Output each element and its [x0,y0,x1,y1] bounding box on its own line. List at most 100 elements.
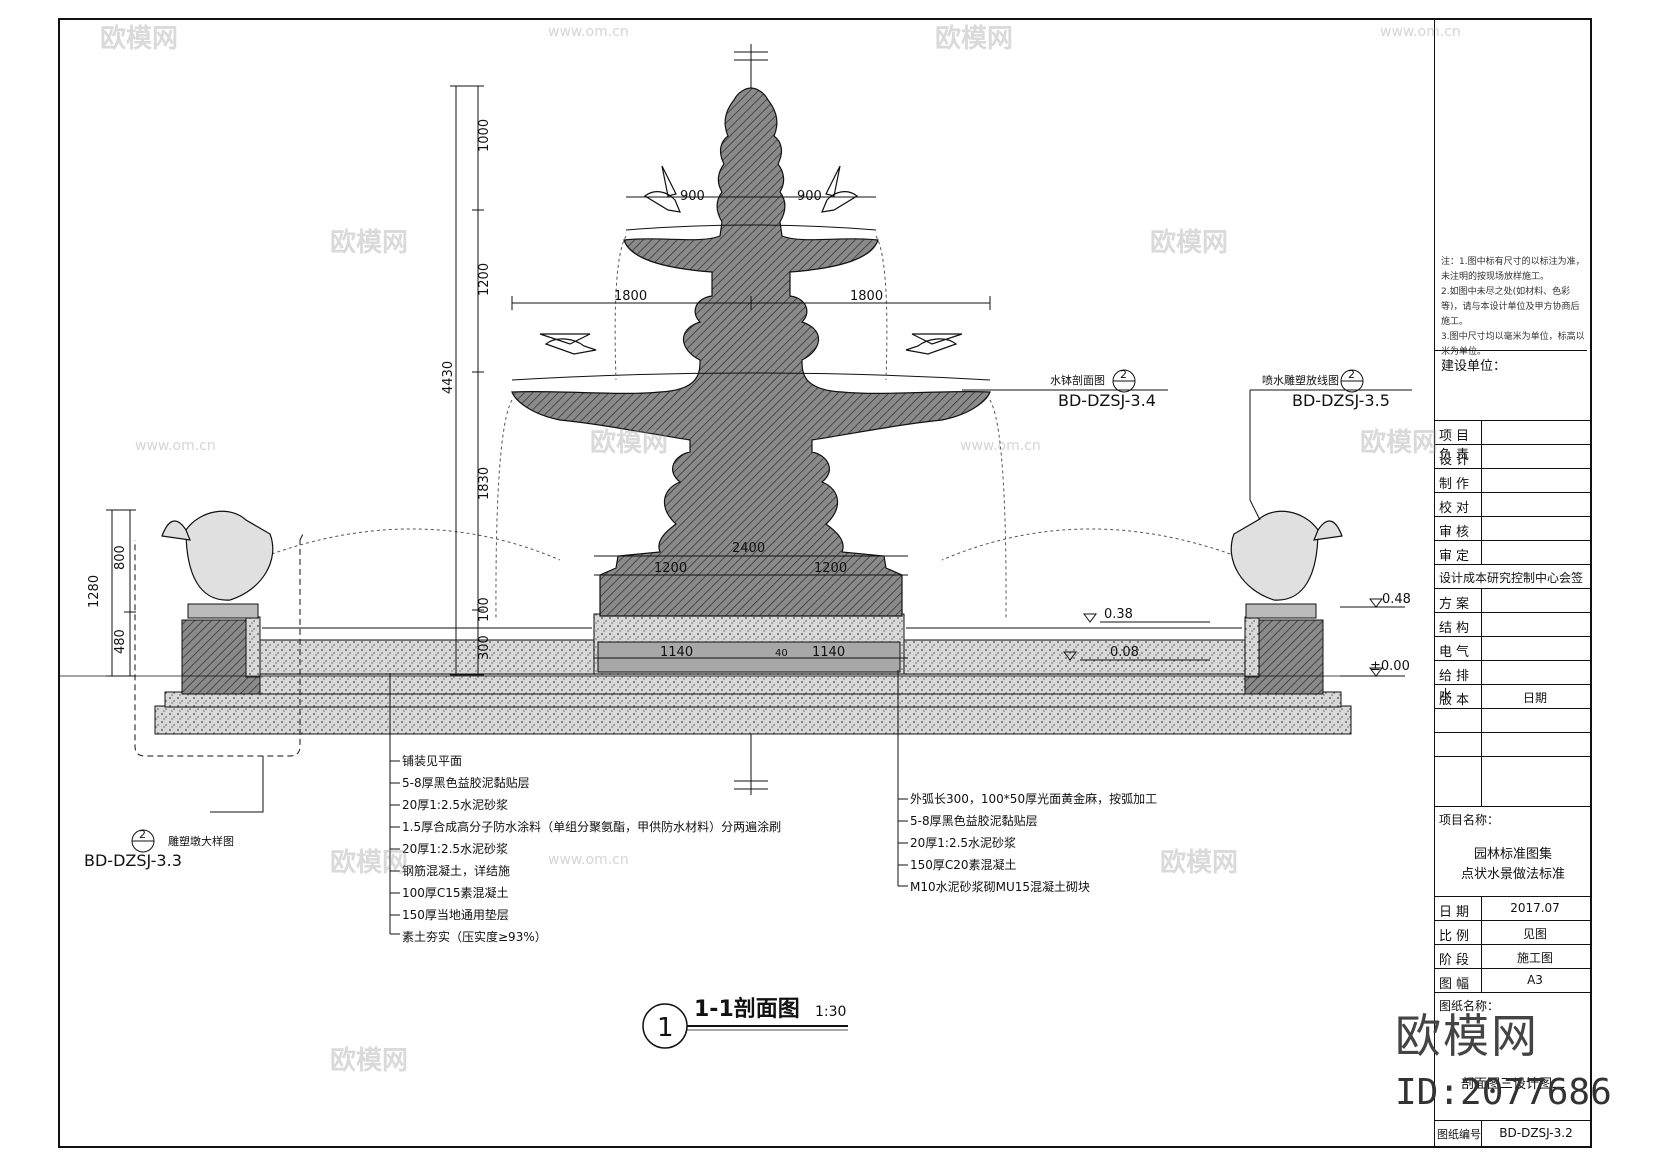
dim-1280: 1280 [87,575,102,608]
fountain-body [511,87,991,617]
foundation-bed [154,705,1352,735]
tb-row-structure: 结构 [1435,612,1591,637]
note-left-5: 20厚1:2.5水泥砂浆 [402,842,509,856]
project-name-1: 园林标准图集 [1473,847,1552,862]
tb-row-plumbing: 给排水 [1435,660,1591,703]
dim-1200-left: 1200 [654,561,687,576]
callout3-label: 雕塑墩大样图 [168,834,234,848]
dim-1200: 1200 [477,263,492,296]
drawing-frame [58,18,1592,1148]
callout2-label: 喷水雕塑放线图 [1262,373,1339,387]
note-left-4: 1.5厚合成高分子防水涂料（单组分聚氨酯，甲供防水材料）分两遍涂刷 [402,820,782,834]
note-left-3: 20厚1:2.5水泥砂浆 [402,798,509,812]
section-scale: 1:30 [815,1004,846,1020]
watermark-url: www.om.cn [548,24,629,40]
drawing-number: BD-DZSJ-3.2 [1499,1126,1573,1140]
tb-row-design: 设计 [1435,444,1591,469]
client-label: 建设单位： [1435,350,1587,374]
left-pedestal-cap [187,603,259,619]
tb-row-blank3 [1435,756,1591,807]
dim-300: 300 [477,635,492,660]
watermark-url: www.om.cn [1380,24,1461,40]
dim-1140-left: 1140 [660,645,693,660]
dim-4430: 4430 [441,361,456,394]
dim-1140-right: 1140 [812,645,845,660]
bird-sculptures [539,165,963,355]
note-left-2: 5-8厚黑色益胶泥黏贴层 [402,776,530,790]
level-038: 0.38 [1104,607,1133,622]
tb-row-drawing-no: 图纸编号 BD-DZSJ-3.2 [1435,1120,1591,1147]
watermark-logo: 欧模网 [330,1046,409,1076]
watermark-logo: 欧模网 [590,428,669,458]
drawing-name: 剖面图三设计图二 [1460,1077,1565,1092]
tb-drawing-name: 图纸名称： 剖面图三设计图二 [1435,992,1591,1121]
tb-row-blank2 [1435,732,1591,757]
watermark-id: ID:2077686 [1395,1072,1612,1113]
note-right-4: 150厚C20素混凝土 [910,858,1017,872]
level-048: 0.48 [1382,592,1411,607]
dim-1000: 1000 [477,119,492,152]
notes-left: 铺装见平面 5-8厚黑色益胶泥黏贴层 20厚1:2.5水泥砂浆 1.5厚合成高分… [402,750,781,948]
dim-1200-right: 1200 [814,561,847,576]
title-block: 注：1.图中标有尺寸的以标注为准，未注明的按现场放样施工。 2.如图中未尽之处(… [1434,20,1591,1147]
tb-row-review: 审核 [1435,516,1591,541]
dim-40: 40 [775,648,788,659]
note-right-2: 5-8厚黑色益胶泥黏贴层 [910,814,1038,828]
tb-row-approve: 审定 [1435,540,1591,565]
drawing-name-label: 图纸名称： [1439,999,1500,1013]
tb-row-check: 校对 [1435,492,1591,517]
dim-2400: 2400 [732,541,765,556]
watermark-logo: 欧模网 [1360,428,1439,458]
dim-900-right: 900 [797,189,822,204]
tb-row-blank1 [1435,708,1591,733]
note-right-5: M10水泥砂浆砌MU15混凝土砌块 [910,880,1091,894]
tb-row-company: 设计成本研究控制中心会签 [1435,564,1591,589]
notes-right: 外弧长300，100*50厚光面黄金麻，按弧加工 5-8厚黑色益胶泥黏贴层 20… [910,788,1157,898]
section-title: 1-1剖面图 [694,996,800,1022]
note-left-7: 100厚C15素混凝土 [402,886,509,900]
note-right-1: 外弧长300，100*50厚光面黄金麻，按弧加工 [910,792,1158,806]
dim-1800-left: 1800 [614,289,647,304]
level-008: 0.08 [1110,645,1139,660]
tb-row-draft: 制作 [1435,468,1591,493]
pool-slab [181,671,1323,695]
tb-row-stage: 阶段施工图 [1435,944,1591,969]
watermark-url: www.om.cn [548,852,629,868]
dim-480: 480 [113,629,128,654]
callout2-ref: BD-DZSJ-3.5 [1292,391,1390,410]
note-left-8: 150厚当地通用垫层 [402,908,509,922]
right-pedestal-cap [1245,603,1317,619]
callout1-num: 2 [1120,368,1127,381]
watermark-logo: 欧模网 [1160,848,1239,878]
callout3-ref: BD-DZSJ-3.3 [84,851,182,870]
tb-row-scheme: 方案 [1435,588,1591,613]
callout3-num: 2 [139,828,146,841]
watermark-logo: 欧模网 [330,228,409,258]
watermark-url: www.om.cn [135,438,216,454]
section-number: 1 [657,1013,674,1043]
tb-row-scale: 比例见图 [1435,920,1591,945]
project-name-2: 点状水景做法标准 [1460,867,1565,882]
note-left-1: 铺装见平面 [402,754,463,768]
callout1-ref: BD-DZSJ-3.4 [1058,391,1156,410]
note-left-6: 钢筋混凝土，详结施 [402,864,511,878]
watermark-logo: 欧模网 [1150,228,1229,258]
fish-sculptures [161,510,1343,601]
watermark-logo: 欧模网 [100,24,179,54]
dim-100: 100 [477,597,492,622]
tb-project: 项目名称： 园林标准图集 点状水景做法标准 [1435,806,1591,897]
note-right-3: 20厚1:2.5水泥砂浆 [910,836,1017,850]
tb-row-lead: 项目负责 [1435,420,1591,463]
dim-800: 800 [113,545,128,570]
project-label: 项目名称： [1439,813,1500,827]
dim-1830: 1830 [477,467,492,500]
note-left-9: 素土夯实（压实度≥93%） [402,930,547,944]
watermark-logo: 欧模网 [330,848,409,878]
tb-notes: 注：1.图中标有尺寸的以标注为准，未注明的按现场放样施工。 2.如图中未尽之处(… [1441,257,1585,357]
callout1-label: 水钵剖面图 [1050,373,1105,387]
level-000: ±0.00 [1370,659,1410,674]
watermark-url: www.om.cn [960,438,1041,454]
